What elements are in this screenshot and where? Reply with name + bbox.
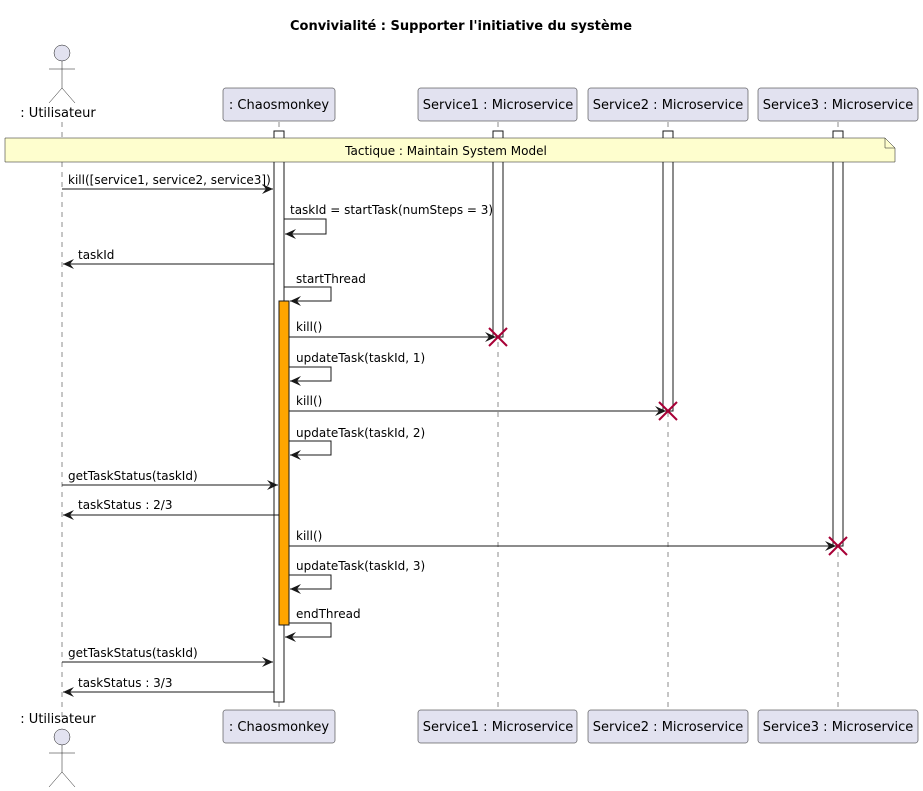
participant-user-bottom: : Utilisateur: [20, 712, 96, 788]
actor-icon: [48, 44, 76, 104]
participant-service1-bottom: Service1 : Microservice: [417, 709, 578, 744]
participant-chaosmonkey-top: : Chaosmonkey: [222, 87, 336, 122]
activation-service3: [832, 130, 844, 547]
self-message-arrow: [289, 440, 332, 460]
self-message-arrow: [284, 218, 327, 239]
participant-label: Service1 : Microservice: [423, 720, 574, 735]
message-label: kill([service1, service2, service3]): [68, 173, 271, 187]
participant-label: : Chaosmonkey: [229, 98, 329, 113]
participant-label: : Utilisateur: [20, 106, 96, 121]
message-label: updateTask(taskId, 1): [296, 351, 425, 365]
message-label: updateTask(taskId, 2): [296, 426, 425, 440]
participant-chaosmonkey-bottom: : Chaosmonkey: [222, 709, 336, 744]
message-label: updateTask(taskId, 3): [296, 559, 425, 573]
message-label: taskId: [78, 248, 114, 262]
message-label: taskStatus : 3/3: [78, 676, 172, 690]
message-label: startThread: [296, 272, 366, 286]
message-label: kill(): [296, 529, 322, 543]
self-message-arrow: [284, 286, 332, 306]
participant-label: Service3 : Microservice: [763, 98, 914, 113]
message-label: getTaskStatus(taskId): [68, 469, 198, 483]
participant-service3-bottom: Service3 : Microservice: [757, 709, 919, 744]
diagram-title: Convivialité : Supporter l'initiative du…: [290, 19, 632, 34]
message-label: taskId = startTask(numSteps = 3): [290, 203, 493, 217]
participant-label: Service2 : Microservice: [593, 98, 744, 113]
activation-service2: [662, 130, 674, 412]
destroy-mark-service2: [658, 401, 678, 421]
participant-label: Service3 : Microservice: [763, 720, 914, 735]
participant-label: Service2 : Microservice: [593, 720, 744, 735]
participant-service1-top: Service1 : Microservice: [417, 87, 578, 122]
actor-icon: [48, 728, 76, 788]
destroy-mark-service1: [488, 327, 508, 347]
activation-thread: [278, 300, 290, 626]
participant-user-top: : Utilisateur: [20, 44, 96, 121]
participant-label: : Chaosmonkey: [229, 720, 329, 735]
tactic-note: Tactique : Maintain System Model: [4, 137, 896, 163]
participant-service2-bottom: Service2 : Microservice: [587, 709, 749, 744]
self-message-arrow: [285, 622, 332, 642]
message-label: kill(): [296, 394, 322, 408]
self-message-arrow: [289, 366, 332, 386]
participant-service2-top: Service2 : Microservice: [587, 87, 749, 122]
self-message-arrow: [289, 574, 332, 594]
message-label: taskStatus : 2/3: [78, 498, 172, 512]
message-label: kill(): [296, 320, 322, 334]
participant-label: : Utilisateur: [20, 712, 96, 727]
destroy-mark-service3: [828, 536, 848, 556]
participant-label: Service1 : Microservice: [423, 98, 574, 113]
message-label: getTaskStatus(taskId): [68, 646, 198, 660]
note-text: Tactique : Maintain System Model: [344, 144, 547, 158]
message-label: endThread: [296, 607, 361, 621]
participant-service3-top: Service3 : Microservice: [757, 87, 919, 122]
